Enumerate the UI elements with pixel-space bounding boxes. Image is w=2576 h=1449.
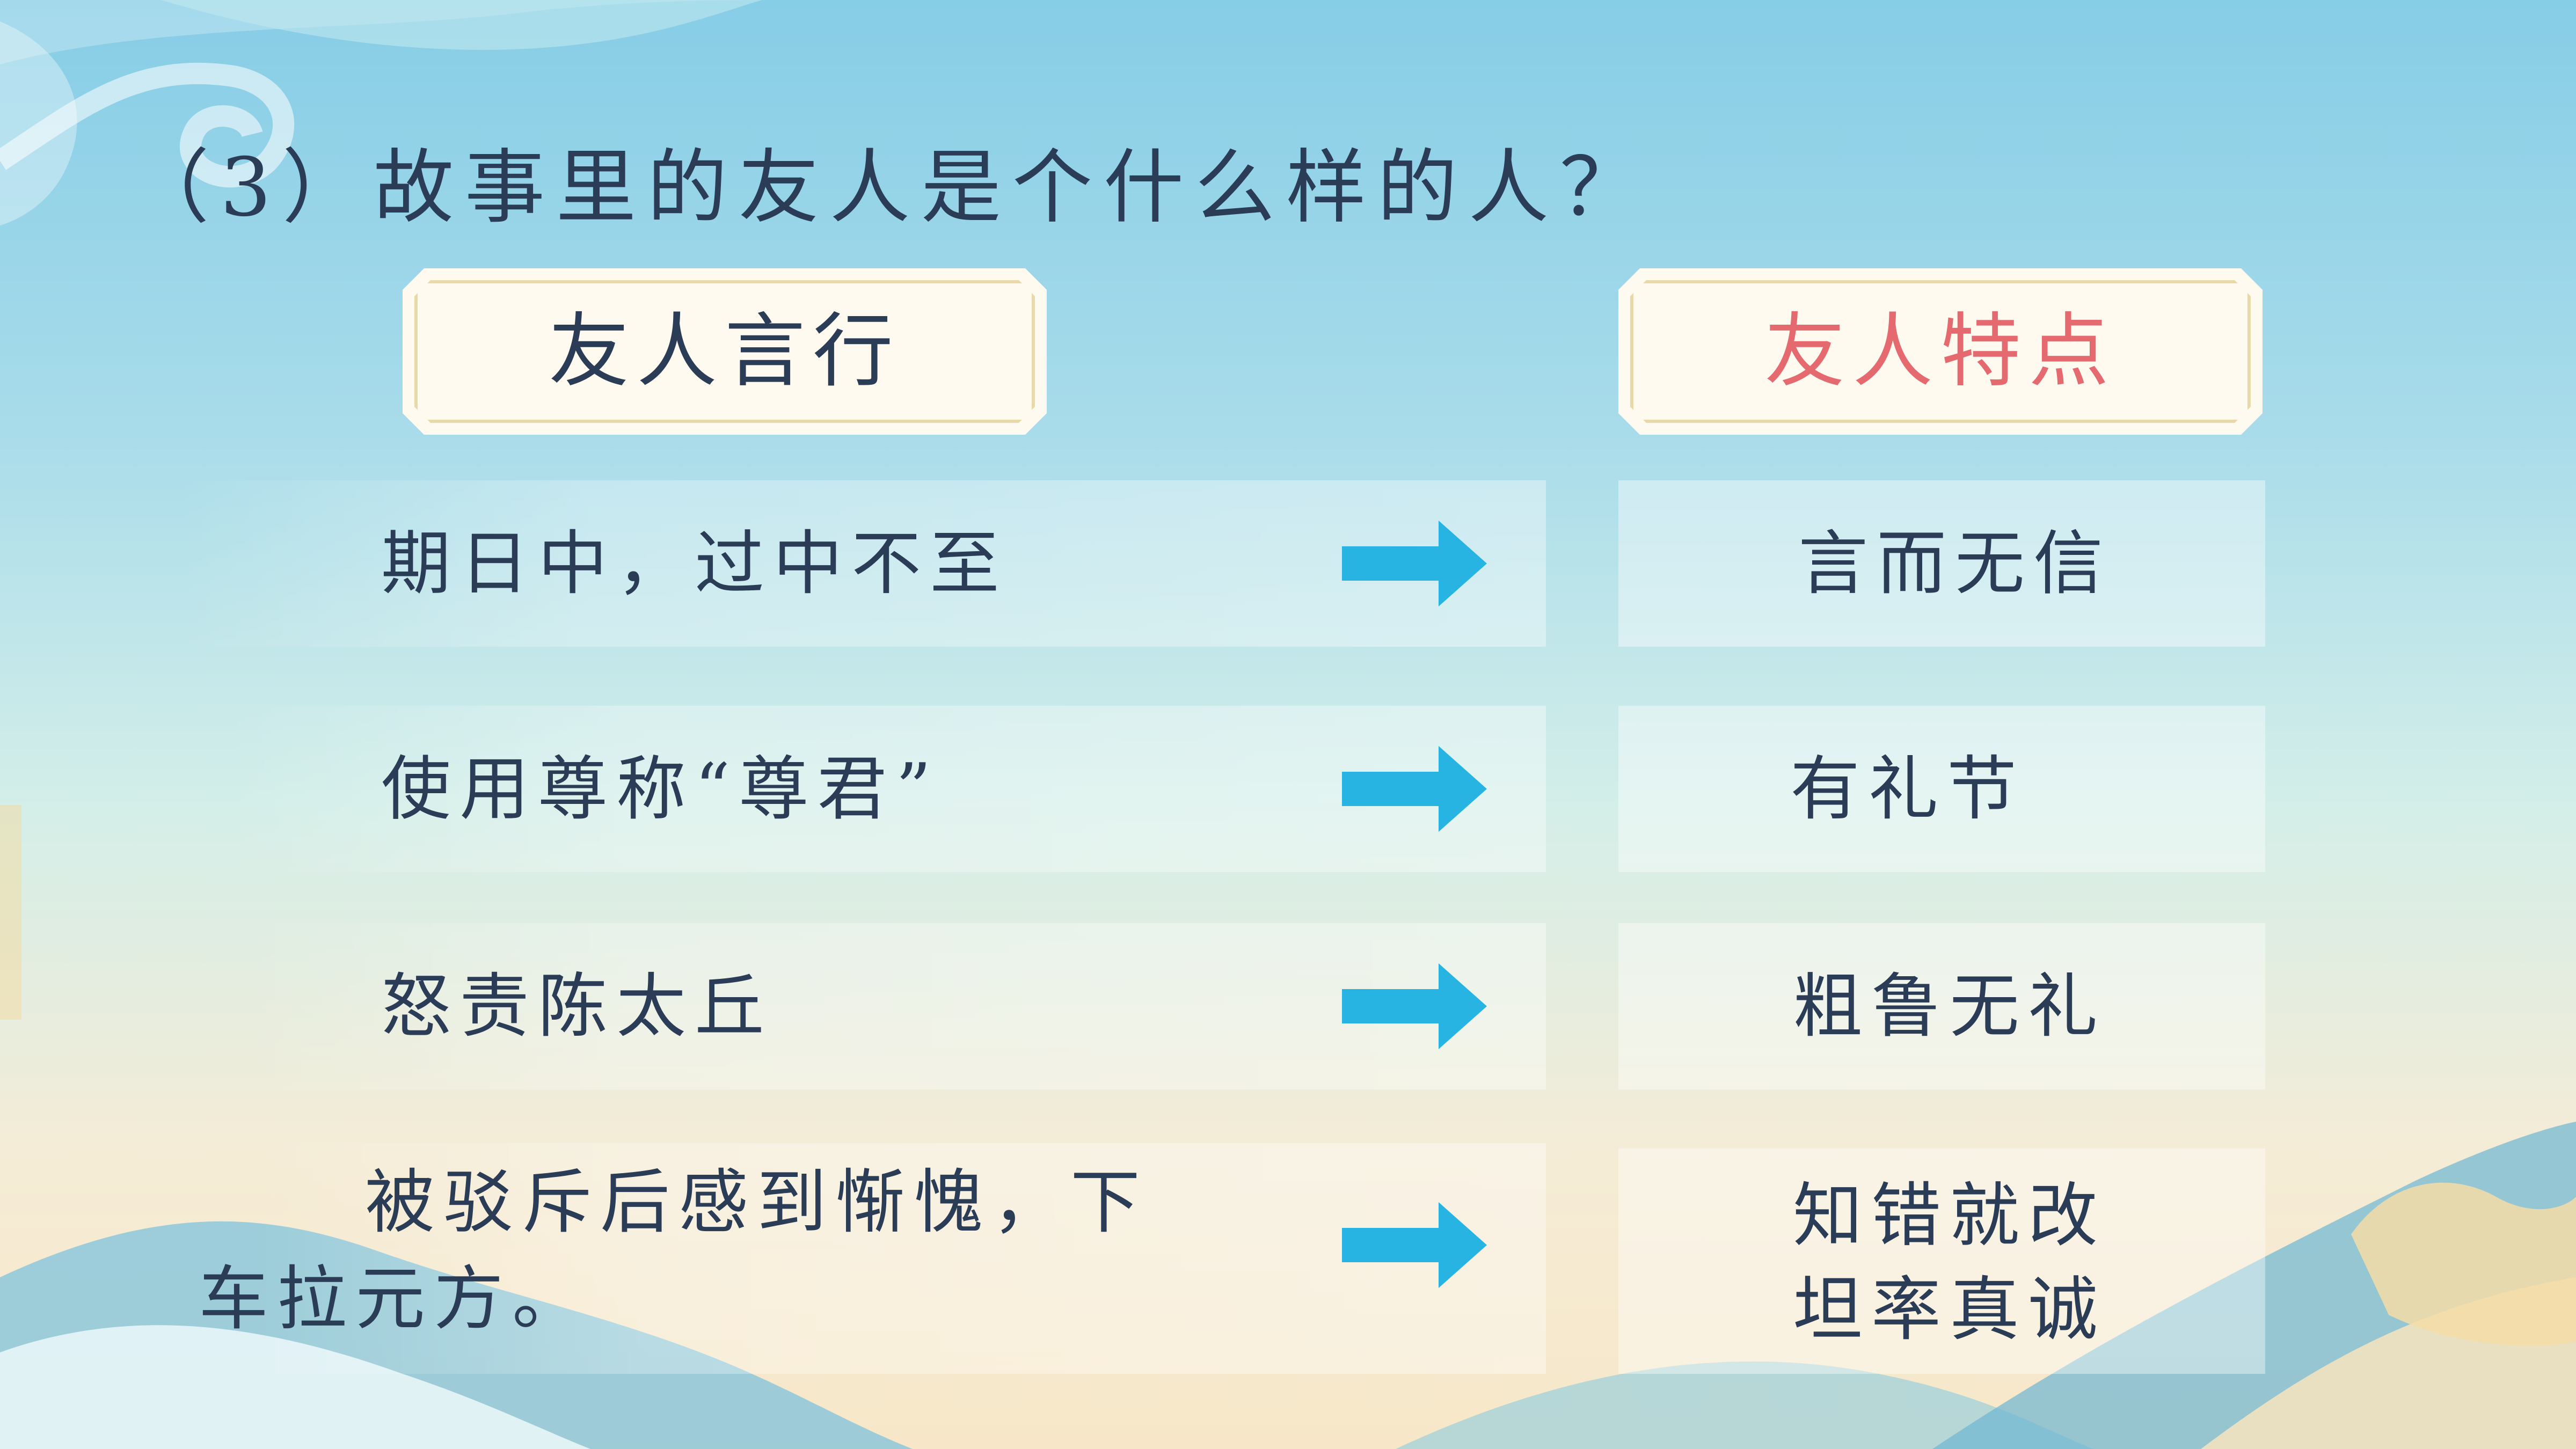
action-row-box — [252, 1143, 1546, 1374]
action-text: 车拉元方。 — [199, 1258, 591, 1340]
action-row-box — [177, 480, 1546, 647]
trait-text: 粗鲁无礼 — [1793, 965, 2107, 1047]
arrow-right-icon — [1342, 746, 1487, 832]
header-plaque-actions: 友人言行 — [403, 268, 1047, 435]
trait-row-box — [1618, 706, 2265, 872]
plaque-frame — [414, 280, 1035, 423]
arrow-right-icon — [1342, 521, 1487, 606]
trait-row-box — [1618, 1148, 2265, 1374]
action-text: 被驳斥后感到惭愧，下 — [365, 1161, 1149, 1243]
arrow-right-icon — [1342, 1202, 1487, 1288]
trait-text: 知错就改 — [1793, 1175, 2107, 1256]
action-row-box — [236, 923, 1546, 1089]
trait-text: 有礼节 — [1790, 748, 2026, 830]
trait-row-box — [1618, 480, 2265, 647]
question-title: （3）故事里的友人是个什么样的人？ — [129, 141, 1651, 235]
header-label-actions: 友人言行 — [548, 305, 901, 398]
action-row-box — [225, 706, 1546, 872]
trait-text: 言而无信 — [1798, 523, 2112, 604]
action-text: 怒责陈太丘 — [381, 965, 773, 1047]
trait-text: 坦率真诚 — [1793, 1269, 2107, 1350]
header-plaque-traits: 友人特点 — [1618, 268, 2263, 435]
trait-row-box — [1618, 923, 2265, 1089]
header-label-traits: 友人特点 — [1764, 305, 2117, 398]
action-text: 使用尊称“尊君” — [381, 748, 940, 830]
action-text: 期日中，过中不至 — [381, 523, 1009, 604]
plaque-frame — [1630, 280, 2251, 423]
arrow-right-icon — [1342, 963, 1487, 1049]
